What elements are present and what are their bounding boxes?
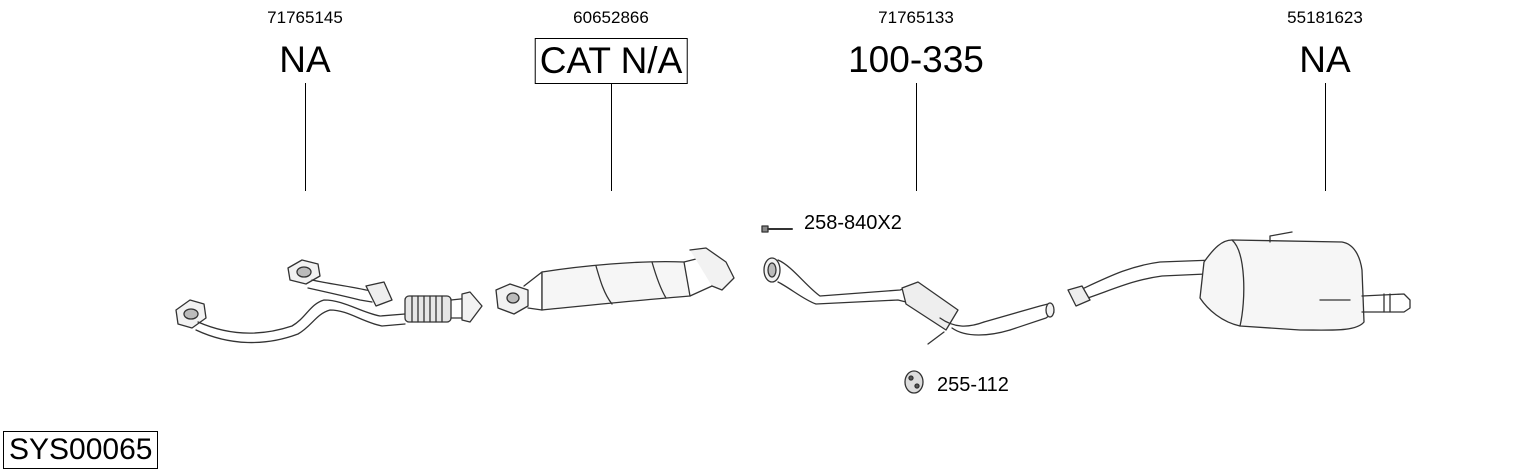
part-4-oem-number: 55181623 — [1287, 8, 1363, 27]
part-3-code[interactable]: 100-335 — [848, 39, 984, 80]
accessory-mount-code[interactable]: 255-112 — [937, 374, 1009, 396]
part-3-oem-number: 71765133 — [878, 8, 954, 27]
part-2-code[interactable]: CAT N/A — [534, 38, 688, 84]
system-id-label: SYS00065 — [3, 431, 159, 469]
part-1-oem-number: 71765145 — [267, 8, 343, 27]
part-1-code[interactable]: NA — [279, 39, 331, 80]
center-pipe-drawing[interactable] — [763, 257, 1055, 345]
part-1-leader-line — [305, 83, 306, 191]
part-3-leader-line — [916, 83, 917, 191]
part-4-code[interactable]: NA — [1299, 39, 1351, 80]
part-4-leader-line — [1325, 83, 1326, 191]
accessory-bolt-code[interactable]: 258-840X2 — [804, 212, 902, 234]
catalytic-converter-drawing[interactable] — [495, 247, 735, 315]
part-2-leader-line — [611, 83, 612, 191]
rubber-mount-icon[interactable] — [904, 370, 924, 394]
part-2-oem-number: 60652866 — [573, 8, 649, 27]
rear-silencer-drawing[interactable] — [1067, 231, 1411, 331]
bolt-icon[interactable] — [761, 225, 793, 233]
front-pipe-drawing[interactable] — [175, 259, 483, 344]
